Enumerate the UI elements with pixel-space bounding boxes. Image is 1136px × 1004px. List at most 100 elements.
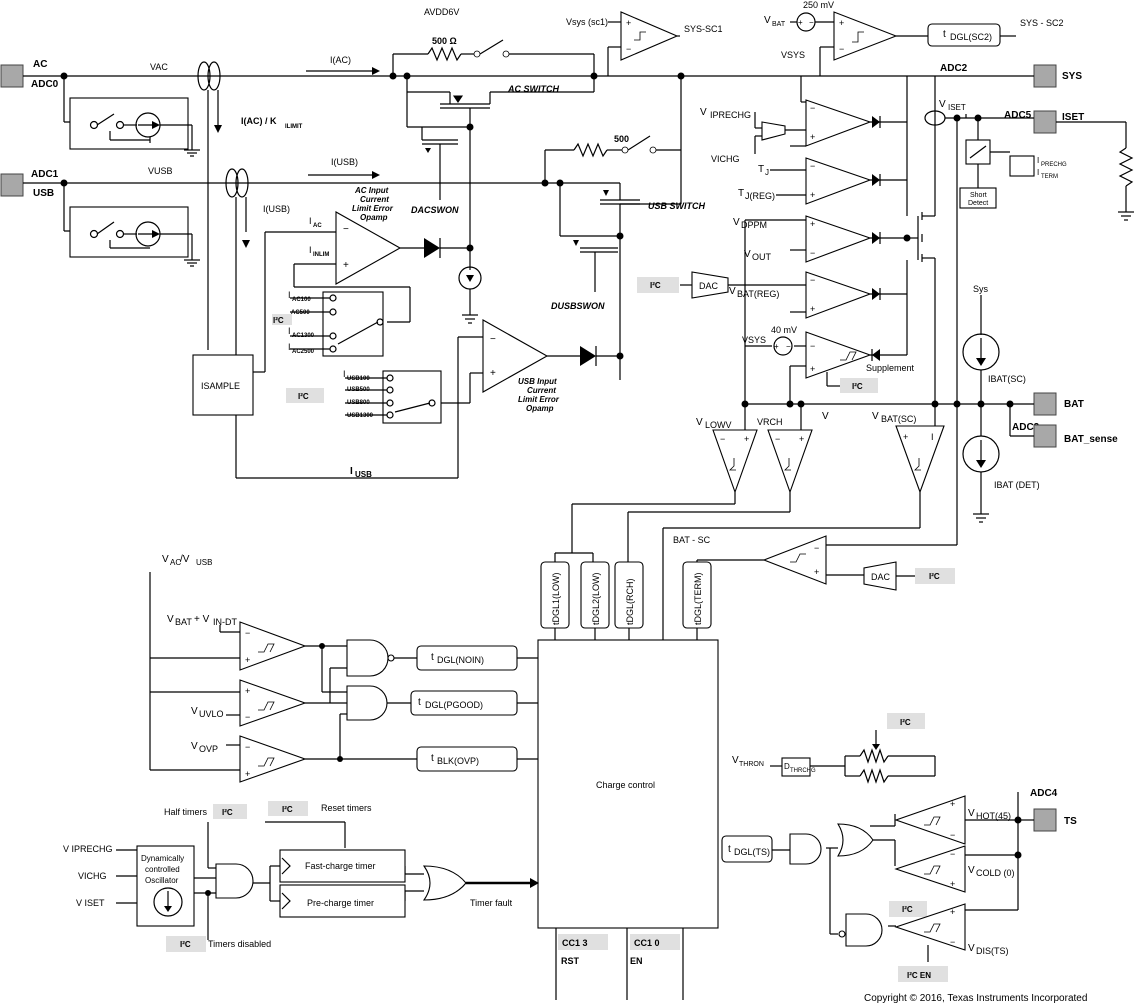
isample-block [192, 354, 254, 416]
label-short-detect-2: Detect [968, 200, 988, 207]
svg-text:−: − [786, 342, 791, 351]
label-tdgl-sc2-sub: DGL(SC2) [950, 32, 992, 42]
label-vbat-top: V [764, 15, 771, 26]
svg-text:−: − [839, 44, 844, 54]
pin-label-adc5: ADC5 [1004, 110, 1032, 121]
pin-label-ts: TS [1064, 816, 1077, 827]
label-fast-charge-timer: Fast-charge timer [305, 861, 376, 871]
ovp-comparator: − + [239, 735, 307, 783]
current-sense-ac [197, 61, 222, 350]
label-inlim-sub: INLIM [313, 252, 329, 258]
pre-charge-timer-block [279, 884, 406, 918]
svg-text:+: + [245, 686, 250, 696]
cold-comparator: − + [894, 845, 966, 893]
label-tdgl-sc2: t [943, 29, 946, 40]
usb-current-select [345, 370, 442, 424]
label-tdgl-term: tDGL(TERM) [693, 573, 703, 626]
label-tj-sub: J [765, 168, 769, 177]
label-i2c-ac-select: I²C [273, 316, 284, 325]
label-iusb-bottom-sub: USB [355, 470, 372, 479]
label-tdgl-noin: t [431, 652, 434, 663]
label-vac-slash: /V [180, 554, 190, 565]
pin-bat-sense [1033, 424, 1057, 448]
label-vovp-sub: OVP [199, 744, 218, 754]
svg-text:+: + [950, 799, 955, 809]
label-vbat-vindt-sub: BAT [175, 617, 192, 627]
svg-text:−: − [720, 434, 725, 444]
tdgl-noin-box [416, 645, 518, 671]
i2c-box-ts [887, 713, 925, 729]
svg-text:+: + [343, 260, 349, 271]
i2c-en-box [898, 966, 948, 982]
label-charge-control: Charge control [596, 780, 655, 790]
junction-dots [60, 72, 1022, 896]
ichg-amplifier: − + [754, 99, 881, 154]
label-vhot-sub: HOT(45) [976, 811, 1011, 821]
svg-text:−: − [343, 224, 349, 235]
tblk-ovp-box [416, 746, 518, 772]
label-ac500: AC500 [291, 310, 310, 316]
label-osc-3: Oscillator [145, 876, 179, 885]
noin-comparator: − + [239, 621, 307, 671]
svg-text:−: − [810, 248, 815, 258]
label-iac100: I [288, 290, 291, 300]
label-viset-sub: ISET [948, 103, 966, 112]
label-cc13: CC1 3 [562, 938, 588, 948]
pin-label-bat-sense: BAT_sense [1064, 434, 1118, 445]
supplement-comparator: + − − + [773, 331, 880, 387]
label-tdgl-rch: tDGL(RCH) [625, 578, 635, 625]
label-iac: I [309, 216, 312, 226]
label-vthron: V [732, 755, 739, 766]
svg-text:+: + [903, 432, 908, 442]
label-vdis-sub: DIS(TS) [976, 946, 1009, 956]
pin-usb [0, 173, 24, 197]
label-osc-2: controlled [145, 865, 180, 874]
i2c-box-dis [889, 901, 927, 917]
label-vbat-sc: V [872, 411, 879, 422]
svg-text:−: − [775, 434, 780, 444]
label-ibat-sc: IBAT(SC) [988, 374, 1026, 384]
label-usb1300: USB1300 [347, 413, 374, 419]
label-vac-vusb: V [162, 554, 169, 565]
label-iac-klimit-sub: ILIMIT [285, 124, 303, 130]
svg-text:I: I [931, 432, 934, 442]
label-timers-disabled: Timers disabled [208, 939, 271, 949]
label-tdgl-ts-sub: DGL(TS) [734, 847, 770, 857]
i2c-box-usb-select [286, 388, 324, 403]
svg-text:−: − [810, 161, 815, 171]
cc10-box [630, 934, 680, 950]
svg-text:−: − [950, 849, 955, 859]
pin-label-adc0: ADC0 [31, 79, 59, 90]
dis-comparator: + − [894, 903, 966, 951]
label-res-500: 500 [614, 134, 629, 144]
label-reset-timers: Reset timers [321, 803, 372, 813]
label-bat-sc: BAT - SC [673, 535, 711, 545]
cc13-box [558, 934, 608, 950]
label-pre-charge-timer: Pre-charge timer [307, 898, 374, 908]
svg-text:−: − [490, 334, 496, 345]
svg-text:−: − [950, 937, 955, 947]
label-vichg-b: VICHG [78, 871, 107, 881]
ts-or-gate [837, 823, 874, 857]
current-sense-usb [225, 168, 250, 478]
sys-sc2-comparator: + − + − [790, 11, 1016, 76]
label-tj: T [758, 164, 764, 175]
label-tdgl-noin-sub: DGL(NOIN) [437, 655, 484, 665]
rch-comparator: − + [767, 404, 813, 494]
ts-resistor-network [770, 730, 936, 784]
label-ibat-det: IBAT (DET) [994, 480, 1040, 490]
label-vdppm-sub: DPPM [741, 220, 767, 230]
label-vsys-sc1: Vsys (sc1) [566, 17, 608, 27]
input-detect-wires [149, 572, 240, 771]
pin-label-usb: USB [33, 188, 54, 199]
label-iterm-small-sub: TERM [1041, 174, 1058, 180]
label-iterm-small: I [1037, 168, 1039, 177]
label-iac-klimit: I(AC) / K [241, 116, 277, 126]
label-vbat-sc-sub: BAT(SC) [881, 414, 916, 424]
label-tdgl-low1: tDGL1(LOW) [551, 572, 561, 625]
label-vusb-sub: USB [196, 558, 212, 567]
svg-text:−: − [810, 341, 815, 351]
iset-sense [924, 110, 1134, 404]
label-isample: ISAMPLE [201, 381, 240, 391]
